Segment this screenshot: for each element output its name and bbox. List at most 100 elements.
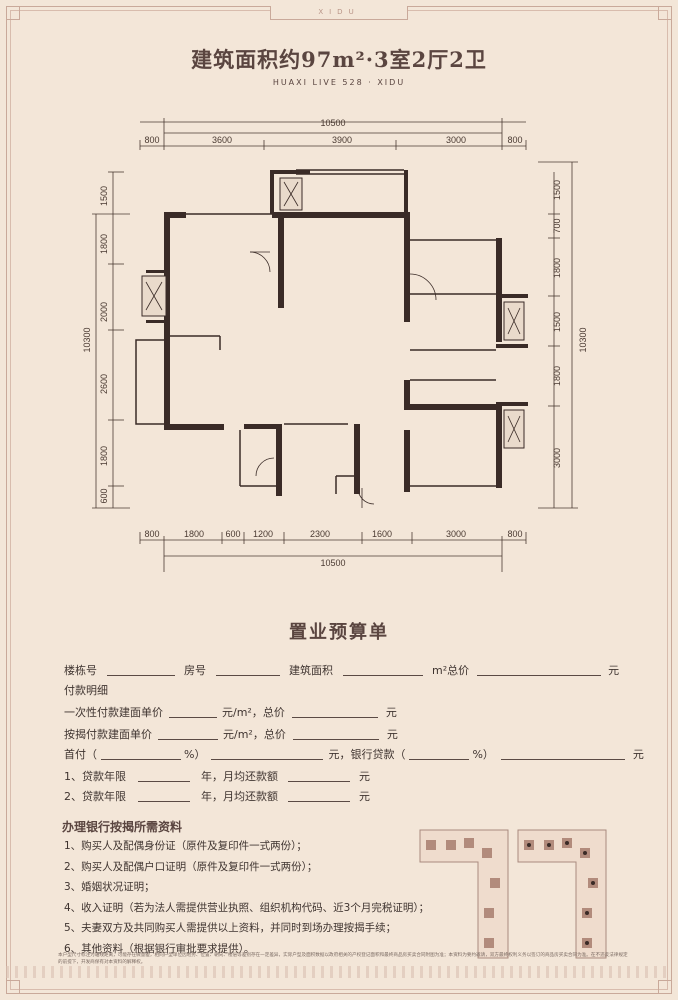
label-pct: %） xyxy=(472,748,494,761)
documents-title: 办理银行按揭所需资料 xyxy=(62,820,183,834)
page-title: 建筑面积约97m²·3室2厅2卫 xyxy=(191,47,487,72)
label-monthly: 年，月均还款额 xyxy=(201,770,278,783)
form-row-mortgage: 按揭付款建面单价 元/m²，总价 元 xyxy=(64,726,398,742)
field-monthly-payment[interactable] xyxy=(287,791,350,802)
dim-bottom-seg: 800 xyxy=(144,529,159,539)
dim-right-seg: 1500 xyxy=(552,312,562,332)
field-loan-years[interactable] xyxy=(137,791,190,802)
dim-bottom-seg: 3000 xyxy=(446,529,466,539)
label-yuan: 元 xyxy=(359,770,370,783)
label-mortgage: 按揭付款建面单价 xyxy=(64,728,152,741)
dim-right-seg: 3000 xyxy=(552,448,562,468)
dim-bottom-seg: 600 xyxy=(225,529,240,539)
field-full-unit-price[interactable] xyxy=(168,707,217,718)
label-area: 建筑面积 xyxy=(289,664,333,677)
dimension-lines xyxy=(92,118,578,572)
label-loan: 元，银行贷款（ xyxy=(328,748,406,761)
form-row-loan-1: 1、贷款年限 年，月均还款额 元 xyxy=(64,768,370,784)
label-monthly: 年，月均还款额 xyxy=(201,790,278,803)
dim-left-total: 10300 xyxy=(82,327,92,352)
field-down-amount[interactable] xyxy=(210,749,323,760)
form-row-payment-detail: 付款明细 xyxy=(64,682,108,698)
field-loan-amount[interactable] xyxy=(501,749,626,760)
dim-left-seg: 2000 xyxy=(99,302,109,322)
dim-top-seg: 3600 xyxy=(212,135,232,145)
dim-right-seg: 1800 xyxy=(552,258,562,278)
dim-bottom-seg: 1200 xyxy=(253,529,273,539)
corner-ornament xyxy=(6,6,20,20)
dim-top-seg: 3900 xyxy=(332,135,352,145)
label-payment-detail: 付款明细 xyxy=(64,684,108,697)
dim-right-total: 10300 xyxy=(578,327,588,352)
site-key-plan-right xyxy=(517,829,607,959)
site-key-plan-left xyxy=(419,829,509,959)
list-item: 2、购买人及配偶户口证明（原件及复印件一式两份）； xyxy=(64,860,318,873)
list-item: 6、其他资料（根据银行审批要求提供）。 xyxy=(64,942,255,955)
form-row-building: 楼栋号 房号 建筑面积 m²总价 元 xyxy=(64,662,619,678)
label-unit-total: 元/m²，总价 xyxy=(222,706,285,719)
ac-unit-x xyxy=(145,181,521,443)
label-loan-term: 1、贷款年限 xyxy=(64,770,126,783)
list-item: 3、婚姻状况证明； xyxy=(64,881,155,893)
label-building: 楼栋号 xyxy=(64,664,97,677)
dim-right-seg: 700 xyxy=(552,218,562,233)
page-subtitle: HUAXI LIVE 528 · XIDU xyxy=(272,78,406,87)
field-total[interactable] xyxy=(476,665,601,676)
corner-ornament xyxy=(658,6,672,20)
budget-title: 置业预算单 xyxy=(289,622,389,643)
field-area[interactable] xyxy=(342,665,423,676)
corner-ornament xyxy=(6,980,20,994)
header-tab: XIDU xyxy=(270,6,408,20)
dim-left-seg: 1500 xyxy=(99,186,109,206)
walls xyxy=(146,170,528,496)
label-yuan: 元 xyxy=(385,706,397,719)
dim-top-seg: 800 xyxy=(507,135,522,145)
dim-bottom-total: 10500 xyxy=(320,558,345,568)
field-room[interactable] xyxy=(215,665,280,676)
dim-top-total: 10500 xyxy=(320,118,345,128)
label-yuan: 元 xyxy=(632,748,644,761)
label-pct: %） xyxy=(184,748,206,761)
documents-list: 1、购买人及配偶身份证（原件及复印件一式两份）； 2、购买人及配偶户口证明（原件… xyxy=(64,836,429,959)
dim-bottom-seg: 2300 xyxy=(310,529,330,539)
label-full-payment: 一次性付款建面单价 xyxy=(64,706,163,719)
dim-top-seg: 3000 xyxy=(446,135,466,145)
dim-left-seg: 600 xyxy=(99,488,109,503)
label-total: 总价 xyxy=(447,664,470,677)
label-yuan: 元 xyxy=(608,664,620,677)
dim-bottom-seg: 1800 xyxy=(184,529,204,539)
dim-bottom-seg: 1600 xyxy=(372,529,392,539)
disclaimer: 本户型尺寸标注为轴线距离，可能存在微量差，相同户型单位因地势、位置、朝向、楼层等… xyxy=(58,953,628,965)
dim-right-seg: 1500 xyxy=(552,180,562,200)
list-item: 4、收入证明（若为法人需提供营业执照、组织机构代码、近3个月完税证明）； xyxy=(64,901,430,914)
label-room: 房号 xyxy=(184,664,206,677)
field-mortgage-total[interactable] xyxy=(293,729,380,740)
label-down-payment: 首付（ xyxy=(64,748,97,761)
form-row-loan-2: 2、贷款年限 年，月均还款额 元 xyxy=(64,788,370,804)
list-item: 5、夫妻双方及共同购买人需提供以上资料，并同时到场办理按揭手续； xyxy=(64,922,397,934)
field-down-pct[interactable] xyxy=(100,749,181,760)
field-mortgage-unit-price[interactable] xyxy=(157,729,218,740)
floor-plan: 10500 800 3600 3900 3000 800 800 1800 60… xyxy=(82,118,588,572)
label-unit: m² xyxy=(432,664,448,677)
dim-top-seg: 800 xyxy=(144,135,159,145)
thin-walls xyxy=(135,169,496,494)
field-full-total[interactable] xyxy=(292,707,379,718)
field-loan-pct[interactable] xyxy=(408,749,469,760)
dim-bottom-seg: 800 xyxy=(507,529,522,539)
field-building[interactable] xyxy=(106,665,175,676)
corner-ornament xyxy=(658,980,672,994)
decorative-band xyxy=(6,966,672,978)
label-yuan: 元 xyxy=(386,728,398,741)
field-monthly-payment[interactable] xyxy=(287,771,350,782)
dim-left-seg: 1800 xyxy=(99,446,109,466)
label-loan-term: 2、贷款年限 xyxy=(64,790,126,803)
dim-left-seg: 1800 xyxy=(99,234,109,254)
label-yuan: 元 xyxy=(359,790,370,803)
door-swings xyxy=(249,251,437,508)
form-row-down-payment: 首付（ %） 元，银行贷款（ %） 元 xyxy=(64,746,644,762)
label-unit-total: 元/m²，总价 xyxy=(223,728,286,741)
dim-right-seg: 1800 xyxy=(552,366,562,386)
dim-left-seg: 2600 xyxy=(99,374,109,394)
field-loan-years[interactable] xyxy=(137,771,190,782)
